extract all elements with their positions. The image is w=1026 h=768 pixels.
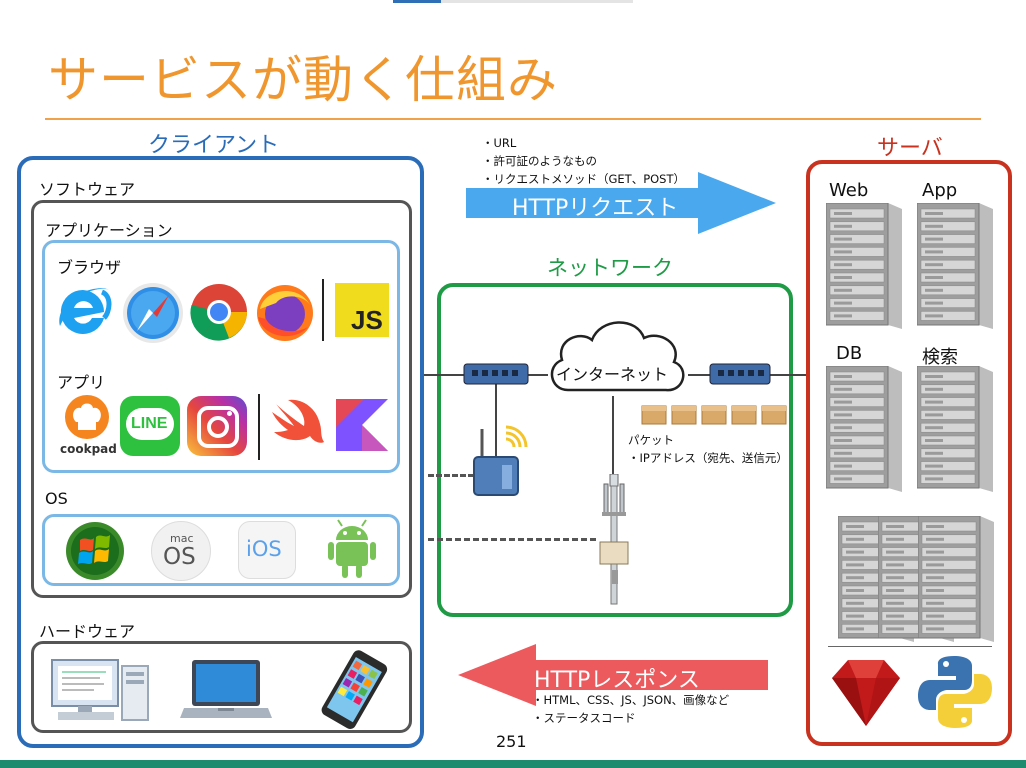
packet-ip-detail: ・IPアドレス（宛先、送信元）: [628, 451, 788, 465]
title-underline: [45, 118, 981, 120]
packet-label: パケット: [628, 433, 674, 447]
cookpad-chef-icon: [65, 395, 109, 439]
line-icon-text: LINE: [131, 415, 168, 432]
left-router-icon: [463, 363, 529, 385]
laptop-icon: [180, 660, 272, 718]
instagram-icon: [187, 396, 247, 456]
server-label-app: App: [922, 180, 958, 201]
server-label-search: 検索: [922, 347, 958, 368]
application-box: [42, 240, 400, 473]
ie-icon: [59, 288, 112, 334]
internet-to-router-line: [688, 374, 712, 376]
network-box: [437, 283, 793, 617]
internet-to-antenna-line: [612, 396, 614, 476]
application-label: アプリケーション: [45, 221, 173, 240]
hardware-box: [31, 641, 412, 733]
server-label-web: Web: [829, 180, 869, 201]
response-bullet-2: ・ステータスコード: [532, 711, 636, 725]
app-label: アプリ: [57, 373, 106, 392]
line-icon: LINE: [120, 396, 180, 456]
internet-label: インターネット: [556, 365, 669, 384]
ios-icon: iOS: [238, 521, 296, 579]
ios-icon-text: iOS: [246, 537, 282, 561]
packet-boxes-icon: [641, 405, 787, 425]
slide-title: サービスが動く仕組み: [48, 51, 558, 109]
server-divider: [828, 646, 992, 647]
bottom-bar: [0, 760, 1026, 768]
python-icon: [918, 656, 992, 728]
macos-icon: mac OS: [151, 521, 211, 581]
desktop-pc-icon: [51, 659, 149, 721]
request-bullet-1: ・URL: [482, 136, 517, 150]
top-scroll-indicator: [393, 0, 441, 3]
chrome-icon: [190, 284, 247, 341]
client-heading: クライアント: [148, 133, 280, 158]
software-box: [31, 200, 412, 598]
http-request-arrow: [466, 172, 776, 234]
request-bullet-3: ・リクエストメソッド（GET、POST）: [482, 172, 686, 186]
line-bubble: [126, 408, 174, 440]
os-label: OS: [45, 489, 68, 508]
router-to-wifi-line: [495, 383, 497, 459]
macos-small-text: mac: [170, 532, 194, 545]
instagram-lens: [207, 416, 229, 438]
web-server-rack: [825, 202, 904, 333]
app-divider: [258, 394, 260, 460]
software-label: ソフトウェア: [39, 180, 136, 199]
windows-icon: [66, 522, 124, 580]
safari-icon: [123, 283, 183, 343]
db-server-rack: [825, 365, 904, 496]
search-server-rack: [916, 365, 995, 496]
ruby-icon: [832, 660, 900, 726]
top-scroll-strip: [393, 0, 633, 3]
internet-cloud-icon: [550, 321, 685, 392]
macos-big-text: OS: [163, 544, 196, 570]
instagram-dot: [227, 411, 232, 416]
server-heading: サーバ: [877, 136, 943, 161]
browser-label: ブラウザ: [57, 258, 122, 277]
server-cluster-rack-3: [917, 515, 996, 646]
right-router-icon: [709, 363, 771, 385]
server-box: [806, 160, 1012, 746]
kotlin-icon: [336, 399, 388, 451]
wifi-dashed-link: [428, 474, 474, 477]
android-icon: [328, 519, 376, 578]
router-to-server-line: [768, 374, 808, 376]
instagram-frame: [197, 406, 239, 448]
antenna-dashed-link: [428, 538, 596, 541]
wifi-router-icon: [473, 425, 528, 496]
app-server-rack: [916, 202, 995, 333]
router-to-internet-line: [528, 374, 548, 376]
antenna-tower-icon: [599, 474, 629, 605]
server-label-db: DB: [836, 343, 863, 364]
network-heading: ネットワーク: [547, 256, 673, 280]
http-response-arrow: [458, 644, 768, 706]
http-request-label: HTTPリクエスト: [512, 196, 679, 221]
client-to-router-line: [424, 374, 464, 376]
cookpad-text: cookpad: [60, 442, 117, 456]
client-box: [17, 156, 424, 748]
response-bullet-1: ・HTML、CSS、JS、JSON、画像など: [532, 693, 730, 707]
os-box: [42, 514, 400, 586]
browser-divider: [322, 279, 324, 341]
javascript-icon-text: JS: [351, 305, 383, 335]
hardware-label: ハードウェア: [39, 622, 136, 641]
cookpad-icon: cookpad: [58, 394, 118, 460]
swift-icon: [272, 399, 324, 443]
http-response-label: HTTPレスポンス: [534, 668, 700, 693]
request-bullet-2: ・許可証のようなもの: [482, 154, 597, 168]
firefox-icon: [257, 285, 313, 341]
javascript-icon: JS: [335, 283, 389, 337]
page-number: 251: [496, 732, 527, 751]
smartphone-icon: [321, 650, 388, 729]
